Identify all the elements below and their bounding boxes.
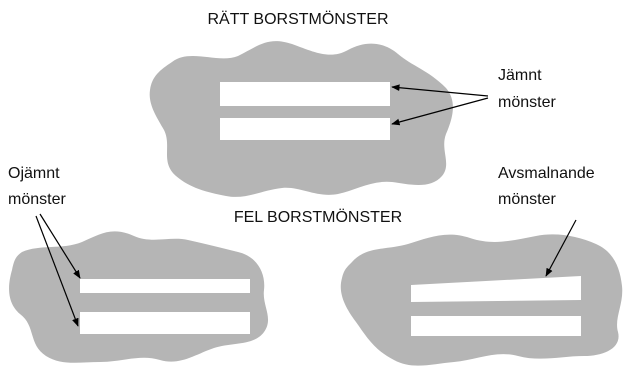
painted-surface-uneven: [9, 231, 269, 363]
correct-pattern-heading: RÄTT BORSTMÖNSTER: [207, 10, 388, 28]
even-pattern-label-line1: Jämnt: [498, 67, 542, 84]
even-pattern-callout: Jämnt mönster: [391, 67, 556, 126]
uneven-pattern-callout: Ojämnt mönster: [8, 165, 81, 327]
even-arrow-upper: [391, 84, 489, 97]
tapered-pattern-label-line1: Avsmalnande: [498, 165, 595, 182]
wrong-pattern-heading: FEL BORSTMÖNSTER: [234, 208, 402, 226]
tapered-pattern-callout: Avsmalnande mönster: [498, 165, 595, 277]
tapered-pattern-label-line2: mönster: [498, 191, 556, 208]
even-arrow-lower: [391, 97, 489, 126]
uneven-pattern-label-line2: mönster: [8, 191, 66, 208]
uneven-stripe-upper: [80, 279, 250, 293]
uneven-pattern-label-line1: Ojämnt: [8, 165, 60, 182]
correct-pattern-panel: [149, 41, 453, 197]
uneven-pattern-panel: [9, 231, 269, 363]
tapered-pattern-panel: [340, 234, 623, 366]
even-stripe-lower: [220, 118, 390, 140]
uneven-arrow-upper: [39, 213, 81, 279]
even-pattern-label-line2: mönster: [498, 94, 556, 111]
even-stripe-upper: [220, 82, 390, 106]
tapered-stripe-upper: [411, 276, 581, 302]
tapered-stripe-lower: [411, 316, 581, 336]
tapered-arrow: [545, 219, 577, 277]
uneven-stripe-lower: [80, 312, 250, 334]
uneven-arrow-lower: [35, 215, 79, 327]
